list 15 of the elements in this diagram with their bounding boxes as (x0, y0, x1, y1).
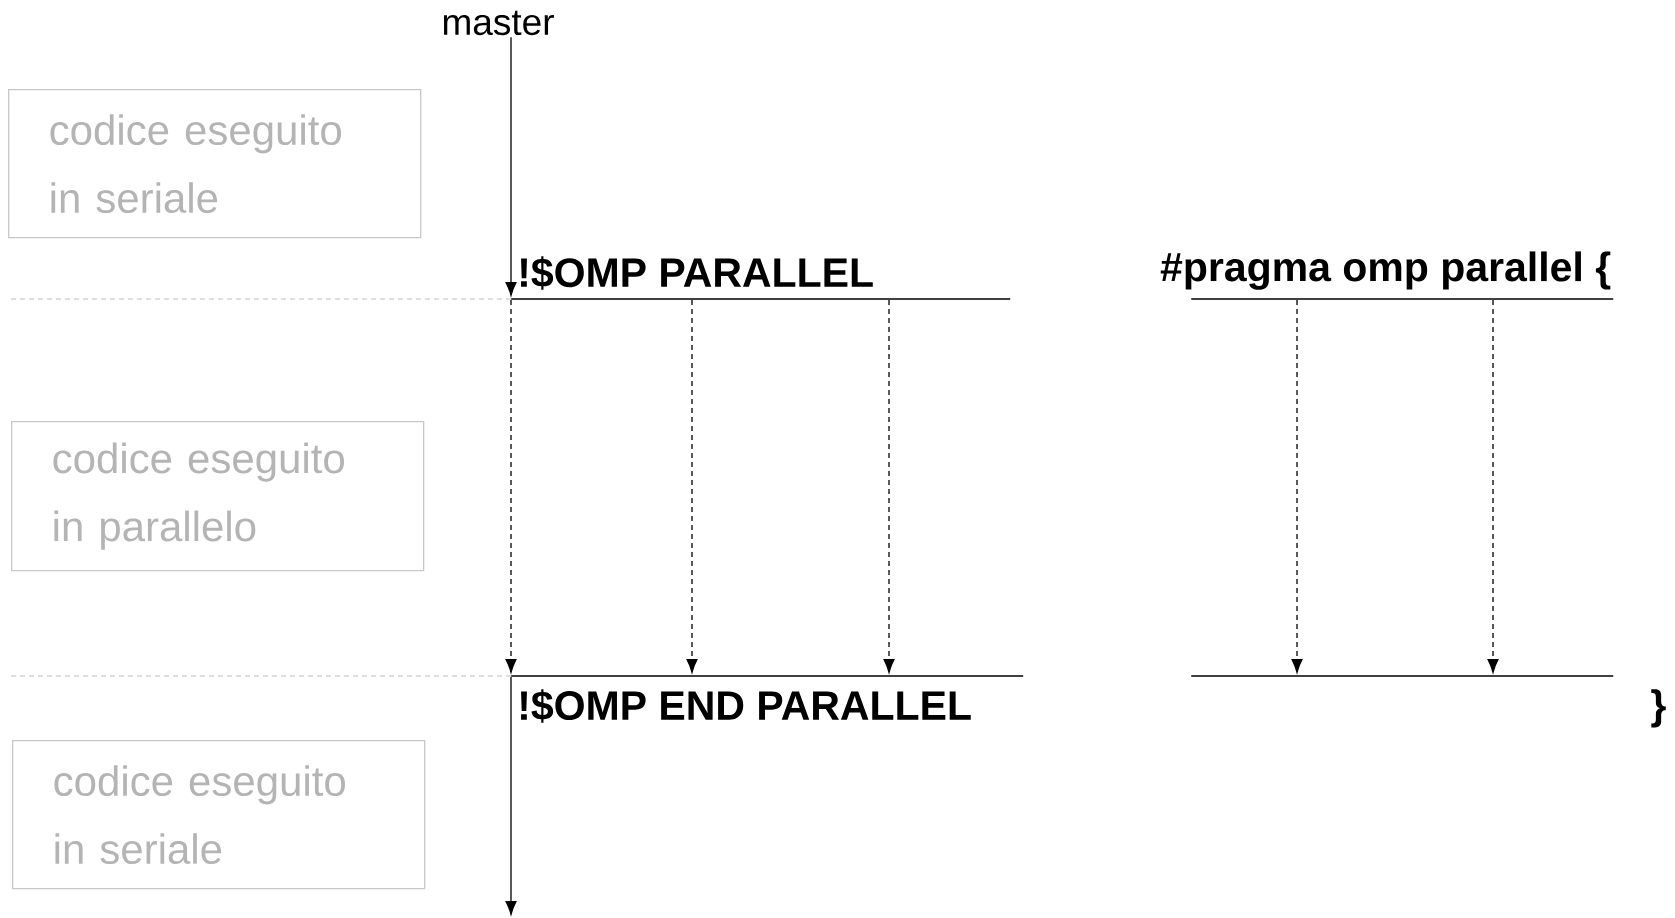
text-box: codice eseguito in seriale (12, 740, 426, 890)
directive-label: !$OMP END PARALLEL (521, 689, 971, 723)
text-box: codice eseguito in seriale (8, 89, 422, 239)
arrow (505, 36, 517, 296)
arrow (686, 299, 698, 673)
directive-label: #pragma omp parallel { (1160, 251, 1611, 290)
arrow (505, 676, 517, 915)
text-box: codice eseguito in parallelo (11, 421, 425, 572)
start-label: master (443, 10, 554, 36)
directive-label: } (1651, 689, 1666, 728)
arrow (505, 299, 517, 673)
arrow (1487, 299, 1499, 673)
directive-label: !$OMP PARALLEL (521, 256, 873, 290)
arrow (883, 299, 895, 673)
arrow (1291, 299, 1303, 673)
